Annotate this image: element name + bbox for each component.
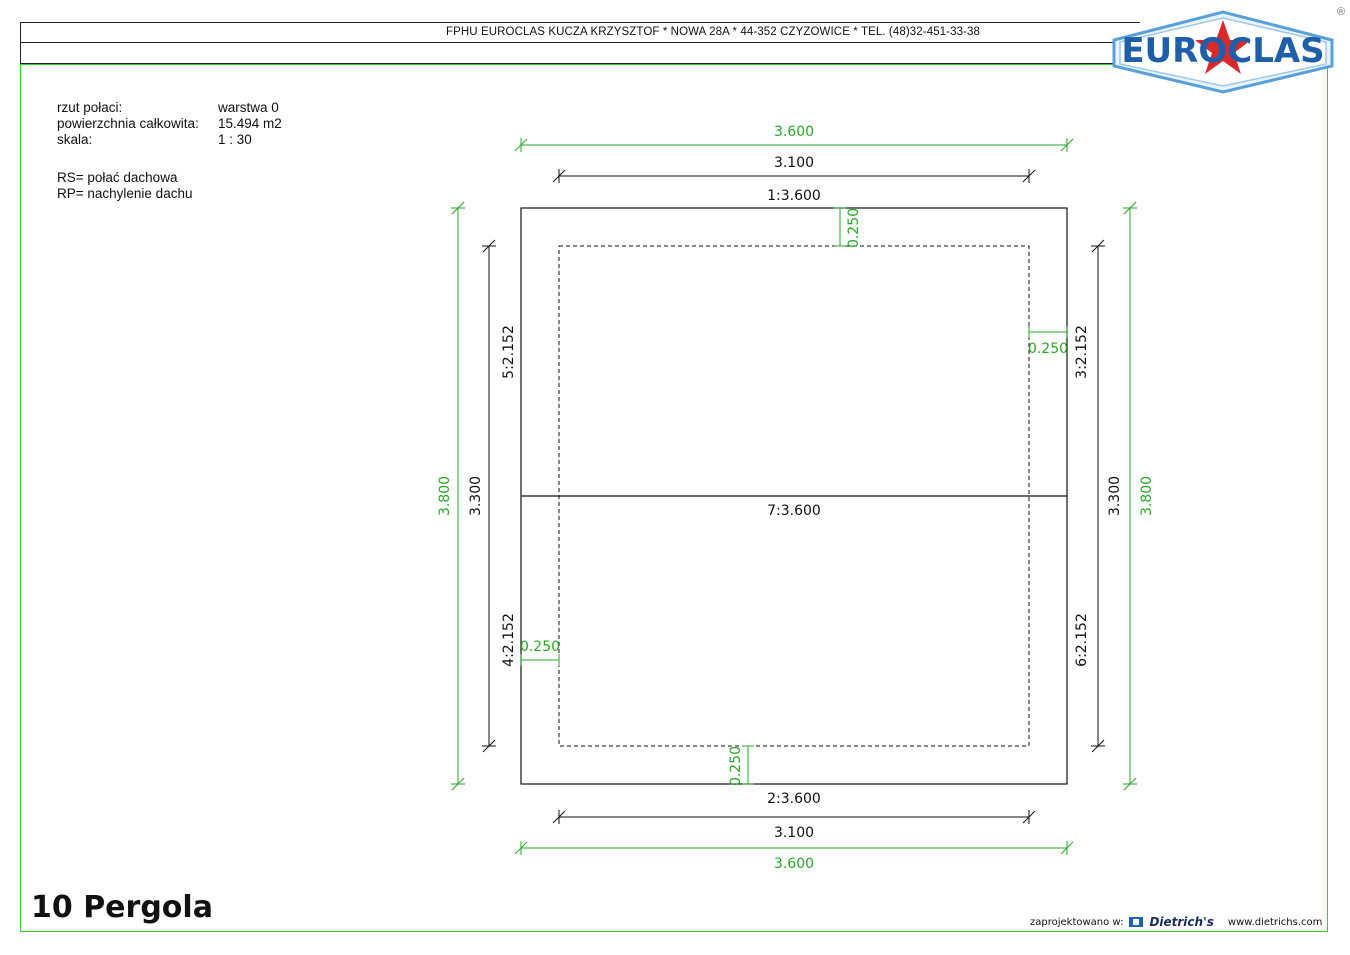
header-divider [20, 42, 1140, 43]
dim-left-outer-label: 3.800 [437, 476, 453, 516]
star-icon [1195, 20, 1251, 74]
info-value: warstwa 0 [218, 100, 279, 115]
dim-bottom-inner [552, 810, 1036, 824]
legend-item: RS= połać dachowa [57, 170, 178, 185]
overhang-bottom [742, 745, 754, 785]
edge-left-bottom-label: 4:2.152 [501, 613, 517, 667]
overhang-right-label: 0.250 [1028, 341, 1068, 357]
info-row-layer: rzut połaci: warstwa 0 [57, 100, 282, 116]
edge-right-bottom-label: 6:2.152 [1074, 613, 1090, 667]
overhang-left [520, 654, 560, 666]
info-block: rzut połaci: warstwa 0 powierzchnia całk… [57, 100, 282, 148]
overhang-top-label: 0.250 [846, 208, 862, 248]
dim-right-inner-label: 3.300 [1107, 476, 1123, 516]
header-box [20, 22, 1140, 64]
dim-right-inner [1091, 239, 1105, 753]
drawing-title: 10 Pergola [31, 890, 213, 925]
edge-left-top-label: 5:2.152 [501, 325, 517, 379]
info-row-scale: skala: 1 : 30 [57, 132, 282, 148]
edge-top-label: 1:3.600 [767, 188, 821, 204]
dim-top-outer-label: 3.600 [774, 124, 814, 140]
dim-top-outer [514, 138, 1074, 152]
logo-text: EUROCLAS [1121, 31, 1324, 71]
euroclas-logo: EUROCLAS [1112, 10, 1334, 94]
dim-bottom-outer-label: 3.600 [774, 856, 814, 872]
wall-outline-dashed [558, 245, 1030, 747]
edge-right-top-label: 3:2.152 [1074, 325, 1090, 379]
info-row-area: powierzchnia całkowita: 15.494 m2 [57, 116, 282, 132]
dim-right-outer-label: 3.800 [1139, 476, 1155, 516]
drawing-frame [20, 64, 1328, 932]
dim-left-inner-label: 3.300 [468, 476, 484, 516]
dietrichs-logo-icon [1129, 917, 1144, 927]
info-value: 15.494 m2 [218, 116, 282, 131]
info-label: powierzchnia całkowita: [57, 116, 199, 131]
overhang-right [1028, 326, 1068, 338]
edge-bottom-label: 2:3.600 [767, 791, 821, 807]
info-label: skala: [57, 132, 93, 147]
dim-bottom-inner-label: 3.100 [774, 825, 814, 841]
dim-right-outer [1123, 201, 1137, 791]
dim-top-inner [552, 169, 1036, 183]
footer-url[interactable]: www.dietrichs.com [1227, 916, 1323, 928]
legend-block: RS= połać dachowa RP= nachylenie dachu [57, 170, 192, 202]
footer-label: zaprojektowano w: [1030, 916, 1124, 928]
overhang-left-label: 0.250 [520, 639, 560, 655]
legend-item: RP= nachylenie dachu [57, 186, 193, 201]
ridge-label: 7:3.600 [767, 503, 821, 519]
overhang-bottom-label: 0.250 [728, 746, 744, 786]
dim-left-inner [482, 239, 496, 753]
company-header: FPHU EUROCLAS KUCZA KRZYSZTOF * NOWA 28A… [445, 26, 981, 38]
info-label: rzut połaci: [57, 100, 123, 115]
overhang-top [834, 207, 846, 247]
registered-mark: ® [1337, 6, 1346, 18]
footer-brand: Dietrich's [1149, 915, 1214, 929]
footer: zaprojektowano w: Dietrich's www.dietric… [1030, 915, 1322, 929]
dim-left-outer [451, 201, 465, 791]
dim-bottom-outer [514, 841, 1074, 855]
dim-top-inner-label: 3.100 [774, 155, 814, 171]
info-value: 1 : 30 [218, 132, 252, 147]
